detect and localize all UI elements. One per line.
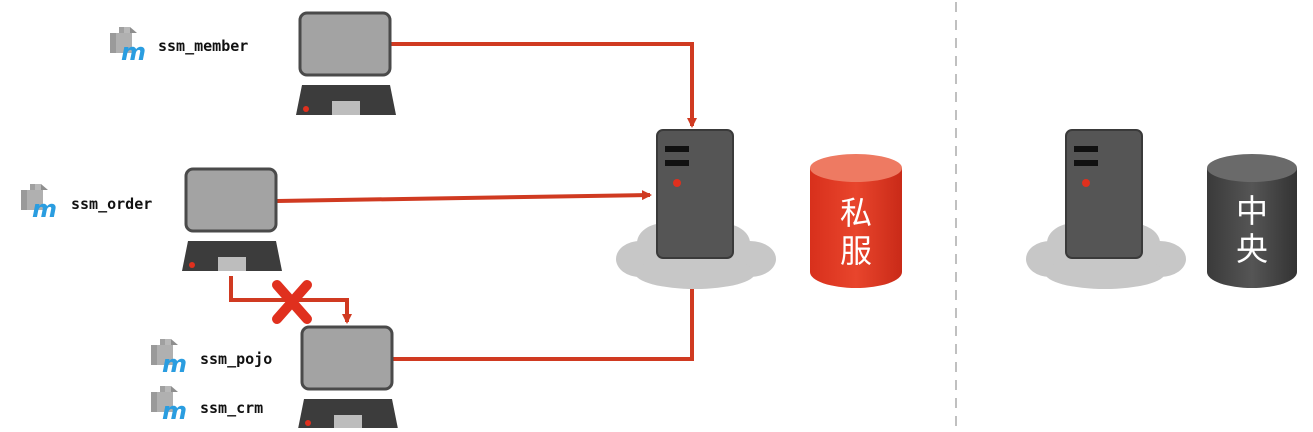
arrow-order-to-private-server — [276, 190, 652, 203]
laptop-computer-icon-order — [180, 167, 284, 273]
server-icon-central — [1065, 129, 1143, 259]
laptop-computer-icon-member — [294, 11, 398, 117]
maven-module-icon-crm — [151, 386, 188, 422]
module-label-member: ssm_member — [158, 37, 249, 55]
server-icon-private — [656, 129, 734, 259]
maven-module-icon-order — [21, 184, 58, 220]
maven-module-icon-member — [110, 27, 147, 63]
laptop-computer-icon-pojo — [296, 325, 400, 431]
module-label-order: ssm_order — [71, 195, 153, 213]
private-database: 私 服 — [810, 154, 902, 288]
cross-icon — [272, 280, 312, 324]
arrow-pojo-to-private-server — [389, 262, 697, 361]
module-label-pojo: ssm_pojo — [200, 350, 273, 368]
central-db-label-line2: 央 — [1236, 230, 1268, 268]
central-database: 中 央 — [1207, 154, 1297, 288]
private-db-label-line2: 服 — [840, 232, 872, 270]
arrow-member-to-private-server — [389, 42, 697, 128]
maven-module-icon-pojo — [151, 339, 188, 375]
private-db-label-line1: 私 — [840, 194, 872, 232]
central-db-label-line1: 中 — [1236, 192, 1268, 230]
module-label-crm: ssm_crm — [200, 399, 264, 417]
